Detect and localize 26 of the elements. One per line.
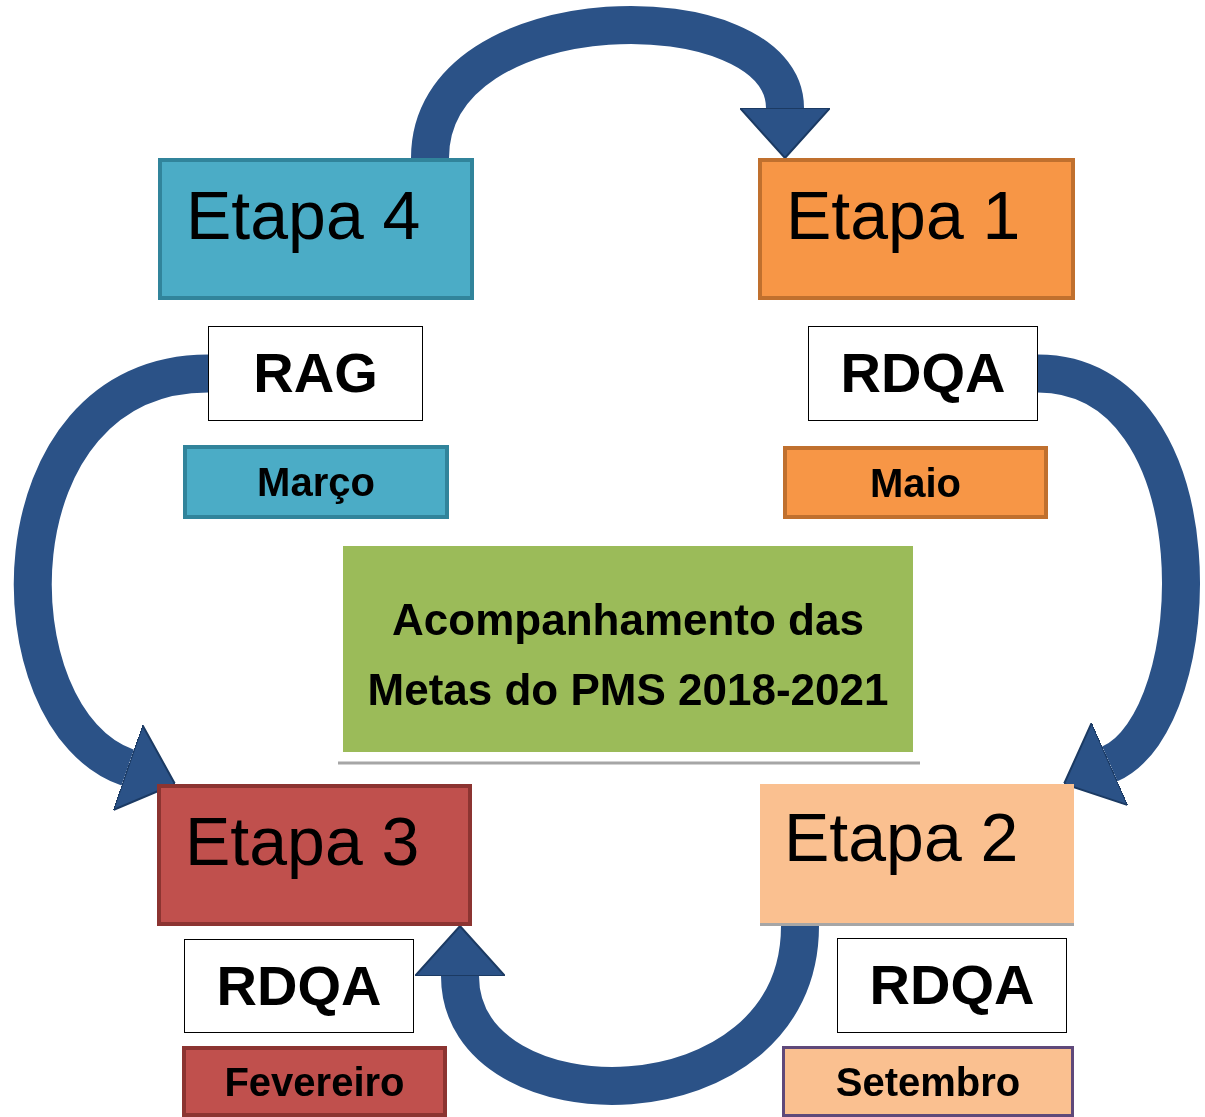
stage-title: Etapa 1 [786, 176, 1021, 255]
report-label: RDQA [840, 341, 1006, 406]
month-label: Setembro [835, 1058, 1021, 1105]
stage-box [758, 158, 1075, 300]
month-label: Fevereiro [224, 1058, 405, 1105]
month-box [183, 445, 449, 519]
report-box [184, 939, 414, 1033]
stage-title: Etapa 3 [185, 802, 420, 881]
stage-box [760, 784, 1074, 926]
report-label: RDQA [869, 953, 1035, 1018]
stage-title: Etapa 4 [186, 176, 421, 255]
stage-title: Etapa 2 [784, 798, 1019, 877]
month-label: Maio [869, 459, 962, 506]
title-box [343, 546, 913, 752]
month-box [783, 446, 1048, 519]
report-label: RAG [253, 341, 378, 406]
report-box [208, 326, 423, 421]
title-text: Acompanhamento das Metas do PMS 2018-2021 [366, 594, 890, 716]
report-box [808, 326, 1038, 421]
month-box [782, 1046, 1074, 1117]
month-label: Março [257, 459, 375, 505]
stage-box [157, 784, 472, 926]
report-box [837, 938, 1067, 1033]
stage-box [158, 158, 474, 300]
month-box [182, 1046, 447, 1117]
report-label: RDQA [216, 953, 382, 1019]
